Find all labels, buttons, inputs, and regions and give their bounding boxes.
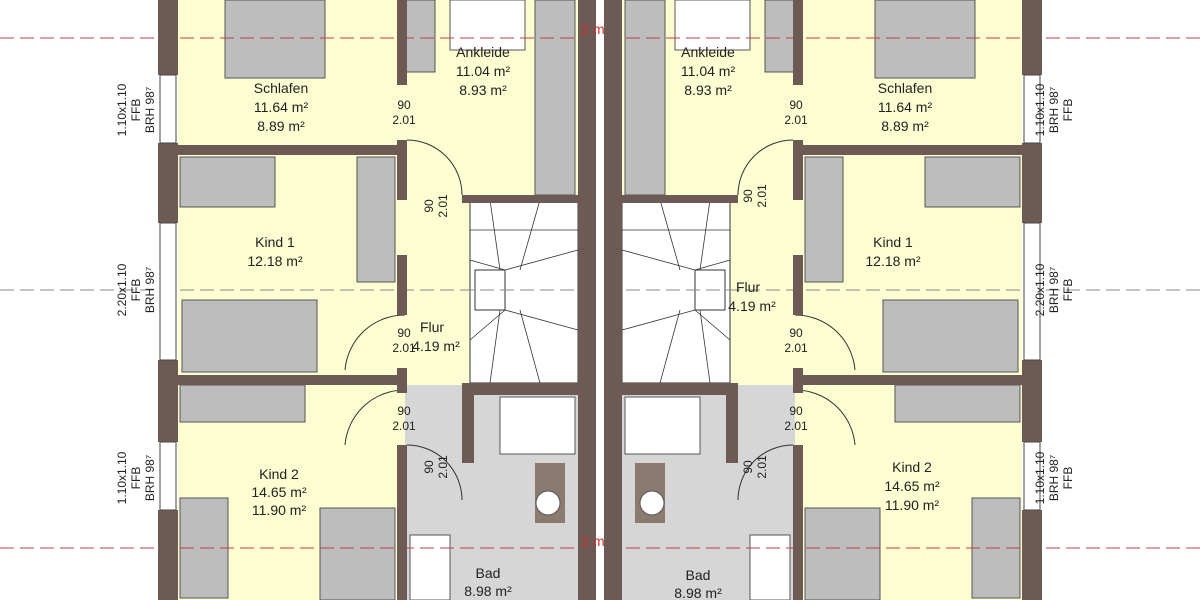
room-area: 8.98 m²	[464, 583, 512, 599]
scale-label: 2 m	[581, 533, 604, 549]
door-height: 2.01	[755, 184, 769, 208]
door-height: 2.01	[784, 419, 808, 433]
door-height: 2.01	[436, 194, 450, 218]
room-name: Ankleide	[456, 44, 510, 60]
room-name: Flur	[420, 319, 444, 335]
left-labels: Schlafen 11.64 m² 8.89 m² Ankleide 11.04…	[115, 44, 512, 599]
room-name: Ankleide	[681, 44, 735, 60]
window-size: 1.10x1.10	[1033, 83, 1047, 136]
window-brh: BRH 98⁷	[1047, 267, 1061, 313]
door-width: 90	[741, 460, 755, 474]
room-area: 8.93 m²	[459, 82, 507, 98]
room-name: Schlafen	[254, 80, 308, 96]
window-ffb: FFB	[1061, 99, 1075, 122]
room-area: 11.64 m²	[878, 99, 933, 115]
door-height: 2.01	[755, 455, 769, 479]
window-size: 2.20x1.10	[1033, 263, 1047, 316]
door-height: 2.01	[392, 113, 416, 127]
door-width: 90	[422, 460, 436, 474]
room-area: 12.18 m²	[247, 253, 303, 269]
room-area: 8.98 m²	[674, 585, 722, 600]
room-area: 12.18 m²	[865, 253, 921, 269]
window-size: 1.10x1.10	[115, 83, 129, 136]
room-area: 11.64 m²	[254, 99, 309, 115]
door-width: 90	[789, 404, 803, 418]
door-width: 90	[397, 404, 411, 418]
room-name: Bad	[476, 565, 501, 581]
room-name: Flur	[736, 279, 760, 295]
room-area: 4.19 m²	[728, 298, 776, 314]
room-area: 11.04 m²	[456, 63, 511, 79]
room-area: 8.89 m²	[257, 118, 305, 134]
room-area: 14.65 m²	[251, 484, 307, 500]
window-size: 2.20x1.10	[115, 263, 129, 316]
room-name: Kind 1	[873, 234, 913, 250]
room-area: 11.90 m²	[252, 502, 307, 518]
room-name: Kind 2	[892, 459, 932, 475]
window-brh: BRH 98⁷	[143, 455, 157, 501]
door-width: 90	[397, 326, 411, 340]
door-width: 90	[741, 189, 755, 203]
door-height: 2.01	[436, 455, 450, 479]
room-area: 4.19 m²	[412, 338, 460, 354]
room-area: 14.65 m²	[884, 478, 940, 494]
room-name: Schlafen	[878, 80, 932, 96]
door-height: 2.01	[392, 341, 416, 355]
window-size: 1.10x1.10	[1033, 451, 1047, 504]
scale-label: 2 m	[581, 21, 604, 37]
window-size: 1.10x1.10	[115, 451, 129, 504]
window-ffb: FFB	[129, 99, 143, 122]
room-area: 8.89 m²	[881, 118, 929, 134]
window-brh: BRH 98⁷	[143, 267, 157, 313]
window-ffb: FFB	[1061, 467, 1075, 490]
door-height: 2.01	[392, 419, 416, 433]
door-width: 90	[789, 98, 803, 112]
room-name: Kind 1	[255, 234, 295, 250]
room-name: Bad	[686, 567, 711, 583]
window-brh: BRH 98⁷	[1047, 87, 1061, 133]
window-ffb: FFB	[129, 279, 143, 302]
room-name: Kind 2	[259, 466, 299, 482]
right-labels: Schlafen 11.64 m² 8.89 m² Ankleide 11.04…	[674, 44, 1075, 600]
room-area: 11.04 m²	[681, 63, 736, 79]
door-height: 2.01	[784, 341, 808, 355]
door-height: 2.01	[784, 113, 808, 127]
door-width: 90	[789, 326, 803, 340]
window-ffb: FFB	[129, 467, 143, 490]
door-width: 90	[422, 199, 436, 213]
window-brh: BRH 98⁷	[143, 87, 157, 133]
room-area: 11.90 m²	[885, 497, 940, 513]
door-width: 90	[397, 98, 411, 112]
window-ffb: FFB	[1061, 279, 1075, 302]
room-area: 8.93 m²	[684, 82, 732, 98]
window-brh: BRH 98⁷	[1047, 455, 1061, 501]
